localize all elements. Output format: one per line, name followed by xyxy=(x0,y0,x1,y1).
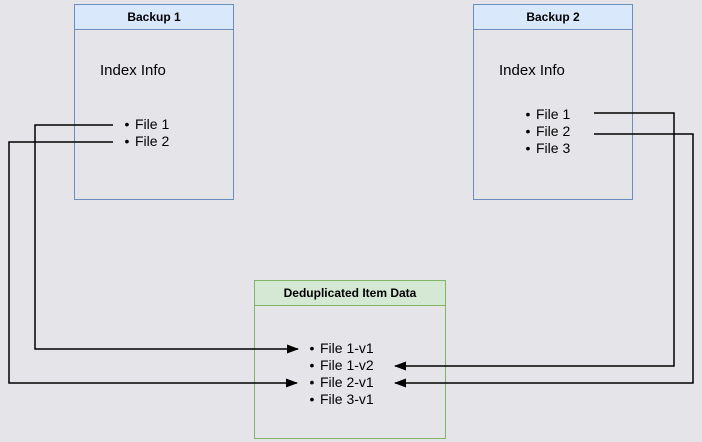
backup2-index-info-label: Index Info xyxy=(499,62,565,79)
backup1-box: Backup 1 Index Info • File 1 • File 2 xyxy=(74,4,234,200)
backup2-title: Backup 2 xyxy=(474,5,632,30)
list-item-label: File 1-v1 xyxy=(320,340,374,356)
backup2-file-list: • File 1 • File 2 • File 3 xyxy=(520,106,571,157)
list-item-label: File 3-v1 xyxy=(320,391,374,407)
backup1-index-info-label: Index Info xyxy=(100,62,166,79)
dedup-file-list: • File 1-v1 • File 1-v2 • File 2-v1 • Fi… xyxy=(304,340,374,408)
bullet-icon: • xyxy=(309,374,315,390)
bullet-icon: • xyxy=(525,123,531,139)
backup1-title: Backup 1 xyxy=(75,5,233,30)
dedup-title: Deduplicated Item Data xyxy=(255,281,445,306)
list-item: • File 2-v1 xyxy=(304,374,374,391)
deduplicated-item-data-box: Deduplicated Item Data • File 1-v1 • Fil… xyxy=(254,280,446,439)
bullet-icon: • xyxy=(525,140,531,156)
list-item-label: File 1 xyxy=(135,116,170,132)
list-item-label: File 2-v1 xyxy=(320,374,374,390)
list-item: • File 3 xyxy=(520,140,571,157)
list-item: • File 1 xyxy=(119,116,170,133)
bullet-icon: • xyxy=(309,340,315,356)
list-item-label: File 3 xyxy=(536,140,571,156)
list-item-label: File 1-v2 xyxy=(320,357,374,373)
list-item: • File 1-v2 xyxy=(304,357,374,374)
list-item: • File 2 xyxy=(520,123,571,140)
list-item: • File 1 xyxy=(520,106,571,123)
list-item: • File 2 xyxy=(119,133,170,150)
bullet-icon: • xyxy=(525,106,531,122)
bullet-icon: • xyxy=(309,357,315,373)
list-item: • File 3-v1 xyxy=(304,391,374,408)
bullet-icon: • xyxy=(309,391,315,407)
list-item: • File 1-v1 xyxy=(304,340,374,357)
backup2-box: Backup 2 Index Info • File 1 • File 2 • … xyxy=(473,4,633,200)
list-item-label: File 2 xyxy=(135,133,170,149)
list-item-label: File 2 xyxy=(536,123,571,139)
backup1-file-list: • File 1 • File 2 xyxy=(119,116,170,150)
list-item-label: File 1 xyxy=(536,106,571,122)
bullet-icon: • xyxy=(124,133,130,149)
bullet-icon: • xyxy=(124,116,130,132)
